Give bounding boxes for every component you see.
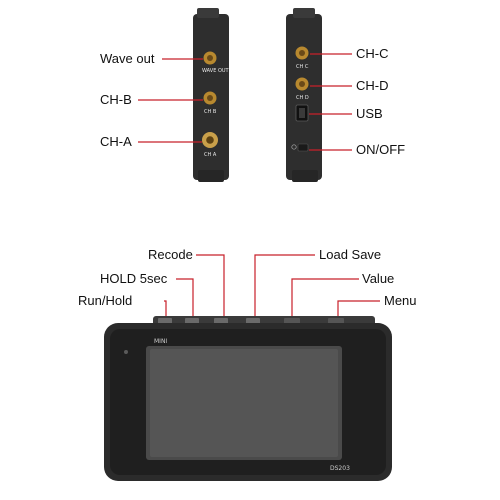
ch-d-port-label: CH D: [296, 95, 309, 101]
usb-callout: USB: [356, 106, 383, 121]
hold-callout: HOLD 5sec: [100, 271, 168, 286]
model-label: DS203: [330, 465, 350, 472]
menu-callout: Menu: [384, 293, 417, 308]
wave-out-callout: Wave out: [100, 51, 155, 66]
ch-d-callout: CH-D: [356, 78, 389, 93]
indicator-light: [124, 350, 128, 354]
power-switch-icon: [291, 143, 309, 152]
device-front: MINI DS203: [104, 254, 392, 481]
ch-c-port-label: CH C: [296, 64, 309, 70]
ch-b-port-label: CH B: [204, 109, 217, 115]
ch-b-callout: CH-B: [100, 92, 132, 107]
ch-a-port-label: CH A: [204, 152, 217, 158]
ch-c-connector-icon: [295, 46, 309, 60]
on-off-callout: ON/OFF: [356, 142, 406, 157]
right-side-panel: CH C CH D: [286, 8, 352, 182]
recode-callout: Recode: [148, 247, 193, 262]
wave-out-port-label: WAVE OUT: [202, 68, 230, 74]
ch-b-connector-icon: [203, 91, 217, 105]
left-side-panel: WAVE OUT CH B CH A: [138, 8, 230, 182]
value-callout: Value: [362, 271, 395, 286]
ch-a-connector-icon: [202, 132, 218, 148]
ch-a-callout: CH-A: [100, 134, 132, 149]
load-save-callout: Load Save: [319, 247, 382, 262]
run-hold-callout: Run/Hold: [78, 293, 133, 308]
ch-d-connector-icon: [295, 77, 309, 91]
ch-c-callout: CH-C: [356, 46, 389, 61]
usb-port-icon: [295, 104, 309, 122]
logo: MINI: [154, 338, 167, 345]
wave-out-connector-icon: [203, 51, 217, 65]
